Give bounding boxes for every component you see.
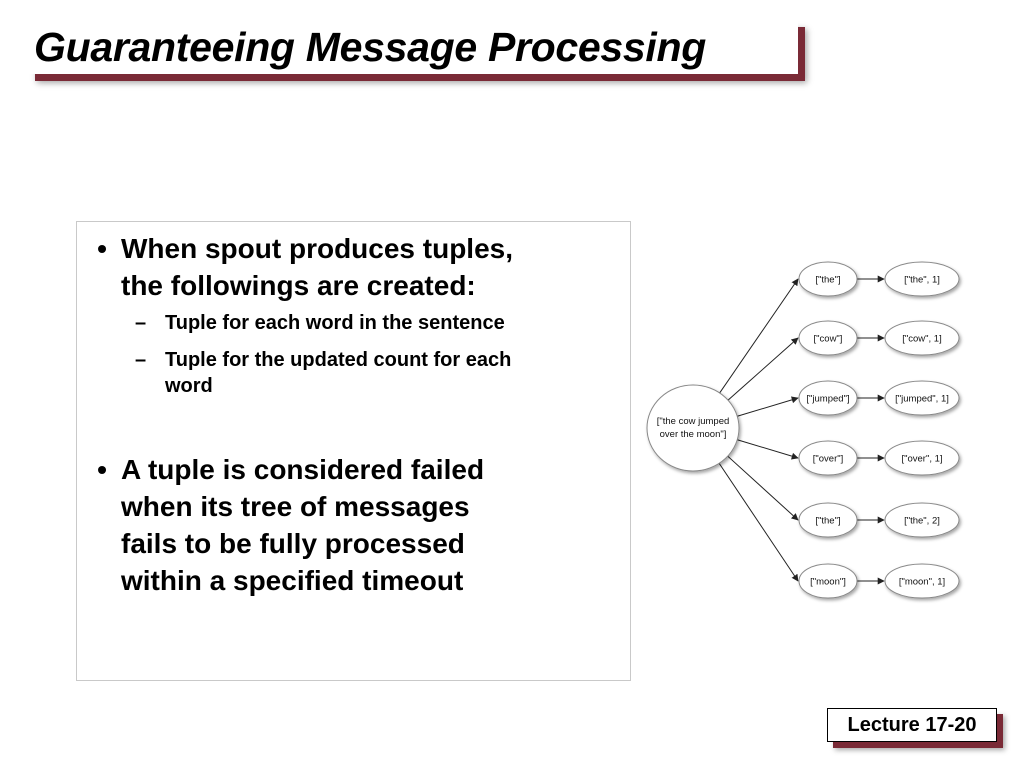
word-tuple-node-6: ["moon"] [798,563,858,599]
bullet-2-line-3: fails to be fully processed [121,528,465,559]
count-node-shape [884,440,960,476]
sub-bullet-1: – Tuple for each word in the sentence [135,310,505,336]
word-node-label: ["cow"] [814,334,843,345]
root-node-shape [646,384,740,472]
word-tuple-node-4: ["over"] [798,440,858,476]
root-node-label-line-1: ["the cow jumped [657,416,730,427]
word-tuple-node-3: ["jumped"] [798,380,858,416]
word-tuple-node-5: ["the"] [798,502,858,538]
edge-root-to-word-4 [737,439,799,460]
tuple-tree-diagram: ["the cow jumped over the moon"] ["the"] ["… [646,261,960,599]
bullet-marker: • [97,454,107,485]
count-node-shape [884,502,960,538]
count-node-label: ["jumped", 1] [895,394,949,405]
sub-bullet-marker: – [135,349,147,371]
sub-bullet-2-line-2: word [165,375,213,397]
word-node-label: ["the"] [815,275,840,286]
edge-root-to-word-1 [719,278,799,394]
word-node-label: ["jumped"] [806,394,849,405]
word-node-shape [798,261,858,297]
word-node-shape [798,440,858,476]
count-tuple-node-6: ["moon", 1] [884,563,960,599]
count-node-shape [884,320,960,356]
count-node-shape [884,380,960,416]
root-sentence-node: ["the cow jumped over the moon"] [646,384,740,472]
sub-bullet-marker: – [135,312,147,334]
count-tuple-node-4: ["over", 1] [884,440,960,476]
bullet-2: • A tuple is considered failed when its … [87,451,484,599]
bullet-2-line-2: when its tree of messages [121,491,470,522]
count-node-shape [884,261,960,297]
word-node-shape [798,563,858,599]
sub-bullet-2-line-1: Tuple for the updated count for each [165,349,512,371]
word-node-label: ["moon"] [810,577,846,588]
slide-title: Guaranteeing Message Processing [34,24,707,70]
bullet-1-line-2: the followings are created: [121,270,476,301]
word-node-label: ["the"] [815,516,840,527]
word-node-label: ["over"] [813,454,844,465]
word-node-shape [798,502,858,538]
footer-box: Lecture 17-20 [827,708,997,742]
edge-root-to-word-3 [737,396,799,417]
sub-bullet-2: – Tuple for the updated count for each w… [135,347,511,399]
word-tuple-node-1: ["the"] [798,261,858,297]
edge-root-to-word-5 [727,455,799,521]
count-node-label: ["over", 1] [901,454,942,465]
diagram-edges [718,275,885,585]
title-box: Guaranteeing Message Processing [28,20,798,74]
word-node-shape [798,320,858,356]
edge-root-to-word-6 [718,463,799,582]
bullet-2-line-1: A tuple is considered failed [121,454,485,485]
count-tuple-node-2: ["cow", 1] [884,320,960,356]
diagram-nodes: ["the cow jumped over the moon"] ["the"] ["… [646,261,960,599]
count-tuple-node-5: ["the", 2] [884,502,960,538]
root-node-label-line-2: over the moon"] [660,429,727,440]
content-box: • When spout produces tuples, the follow… [76,221,631,681]
count-node-label: ["the", 1] [904,275,940,286]
bullet-1: • When spout produces tuples, the follow… [87,230,513,304]
bullet-marker: • [97,233,107,264]
bullet-1-line-1: When spout produces tuples, [121,233,514,264]
count-node-label: ["cow", 1] [902,334,941,345]
word-tuple-node-2: ["cow"] [798,320,858,356]
slide-number: Lecture 17-20 [847,714,977,736]
count-node-label: ["the", 2] [904,516,940,527]
bullet-2-line-4: within a specified timeout [121,565,464,596]
count-tuple-node-3: ["jumped", 1] [884,380,960,416]
edge-root-to-word-2 [727,337,799,401]
count-node-shape [884,563,960,599]
sub-bullet-1-line-1: Tuple for each word in the sentence [165,312,505,334]
word-node-shape [798,380,858,416]
count-tuple-node-1: ["the", 1] [884,261,960,297]
count-node-label: ["moon", 1] [899,577,945,588]
